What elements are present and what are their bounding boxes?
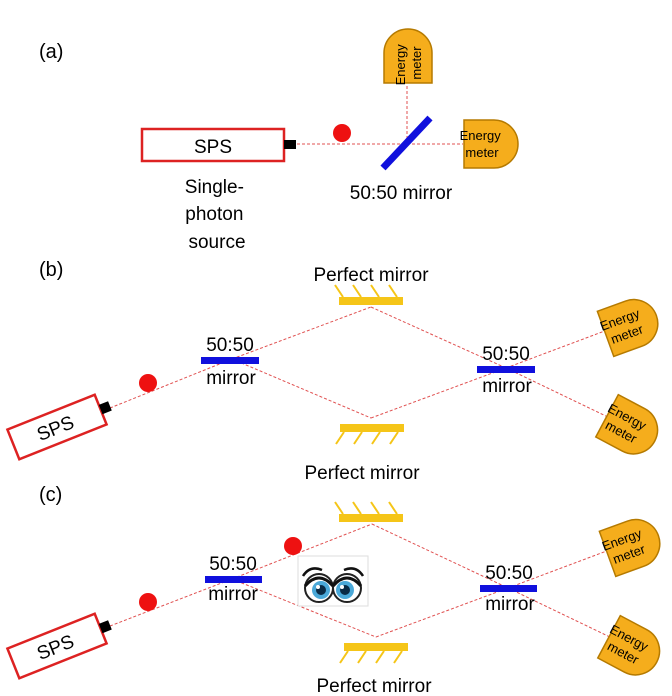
svg-text:Energy meter: Energy meter [460, 128, 505, 160]
panel-b-label: (b) [39, 259, 63, 281]
single-photon-source: SPS [5, 612, 112, 680]
beam-line [507, 587, 613, 639]
perfect-mirror-top-label: Perfect mirror [313, 265, 429, 286]
source-label: SPS [194, 137, 232, 158]
splitter-1-label: 50:50 [206, 335, 254, 356]
perfect-mirror-bottom-label: Perfect mirror [316, 676, 432, 696]
source-nozzle [284, 140, 296, 149]
panel-a-label: (a) [39, 41, 63, 63]
panel-a: (a) SPS Single- photon source 50:50 mirr… [39, 28, 519, 253]
splitter-label: 50:50 mirror [350, 183, 453, 204]
splitter-1-label: mirror [206, 368, 256, 389]
beam-line [231, 358, 372, 419]
energy-meter-bottom: Energy meter [597, 614, 669, 685]
beam-line [505, 367, 611, 419]
photon [139, 593, 157, 611]
beam-line [375, 587, 509, 638]
svg-text:Energy meter: Energy meter [393, 41, 424, 86]
cartoon-eyes-icon [297, 555, 369, 607]
beam-line [231, 578, 377, 638]
panel-c-label: (c) [39, 484, 62, 506]
beam-line [371, 523, 509, 589]
beam-line [231, 523, 373, 580]
beam-line [370, 367, 507, 419]
beam-splitter-1 [201, 357, 259, 364]
beam-splitter-2 [477, 366, 535, 373]
perfect-mirror-top [334, 284, 404, 306]
beam-line [109, 358, 233, 409]
single-photon-source: SPS [5, 393, 112, 461]
splitter-2-label: mirror [482, 376, 532, 397]
energy-meter-top: Energy meter [383, 28, 433, 86]
energy-meter-right: Energy meter [460, 119, 519, 169]
beam-splitter-1 [205, 576, 262, 583]
splitter-2-label: mirror [485, 594, 535, 615]
energy-meter-bottom: Energy meter [595, 393, 667, 464]
photon [284, 537, 302, 555]
photon [139, 374, 157, 392]
splitter-1-label: 50:50 [209, 554, 257, 575]
beam-line [507, 548, 613, 589]
splitter-1-label: mirror [208, 584, 258, 605]
energy-meter-top: Energy meter [596, 292, 666, 358]
panel-c: (c) SPS 50:50 mirror 50:50 mirror Perfec… [5, 484, 669, 696]
perfect-mirror-top [334, 501, 404, 523]
perfect-mirror-bottom [339, 642, 409, 664]
panel-b: (b) SPS 50:50 mirror 50:50 mirror Perfec… [5, 259, 667, 484]
beam-line [505, 328, 611, 369]
energy-meter-top: Energy meter [598, 512, 668, 578]
photon [333, 124, 351, 142]
splitter-2-label: 50:50 [485, 563, 533, 584]
perfect-mirror-bottom [335, 423, 405, 445]
beam-splitter-2 [480, 585, 537, 592]
beam-line [109, 578, 233, 627]
beam-splitter [380, 115, 433, 171]
source-caption: Single- photon source [185, 177, 249, 253]
perfect-mirror-bottom-label: Perfect mirror [304, 463, 420, 484]
splitter-2-label: 50:50 [482, 344, 530, 365]
